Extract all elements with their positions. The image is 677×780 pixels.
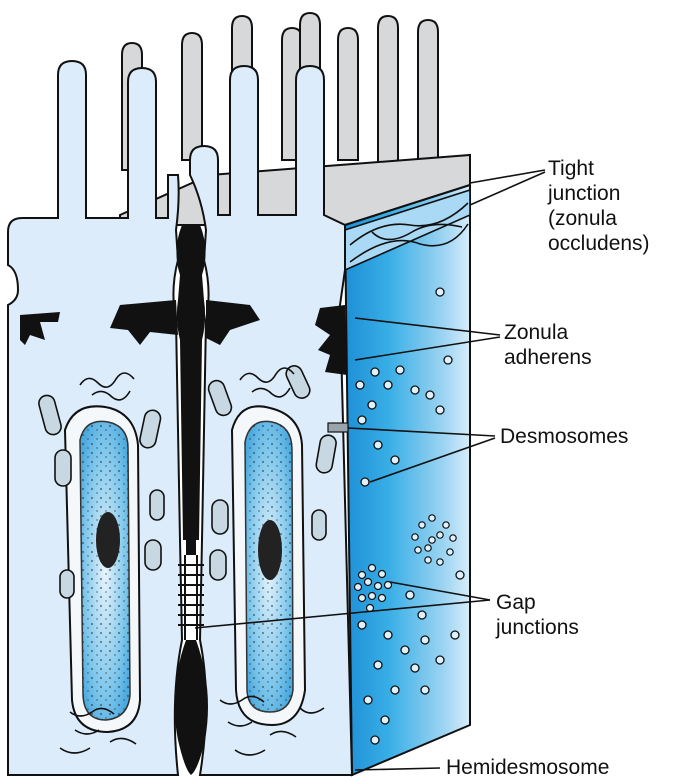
zonula-adherens-label: Zonula adherens bbox=[504, 320, 592, 370]
left-nucleus bbox=[65, 406, 140, 732]
desmosome-marker bbox=[328, 423, 348, 432]
intercellular-space bbox=[176, 225, 205, 555]
desmosomes-label: Desmosomes bbox=[500, 424, 628, 449]
hemidesmosome-label: Hemidesmosome bbox=[446, 755, 609, 780]
tight-junction-label: Tight junction (zonula occludens) bbox=[548, 156, 650, 256]
gap-junctions-label: Gap junctions bbox=[496, 590, 579, 640]
back-microvilli bbox=[122, 13, 438, 170]
right-nucleus bbox=[232, 406, 305, 725]
